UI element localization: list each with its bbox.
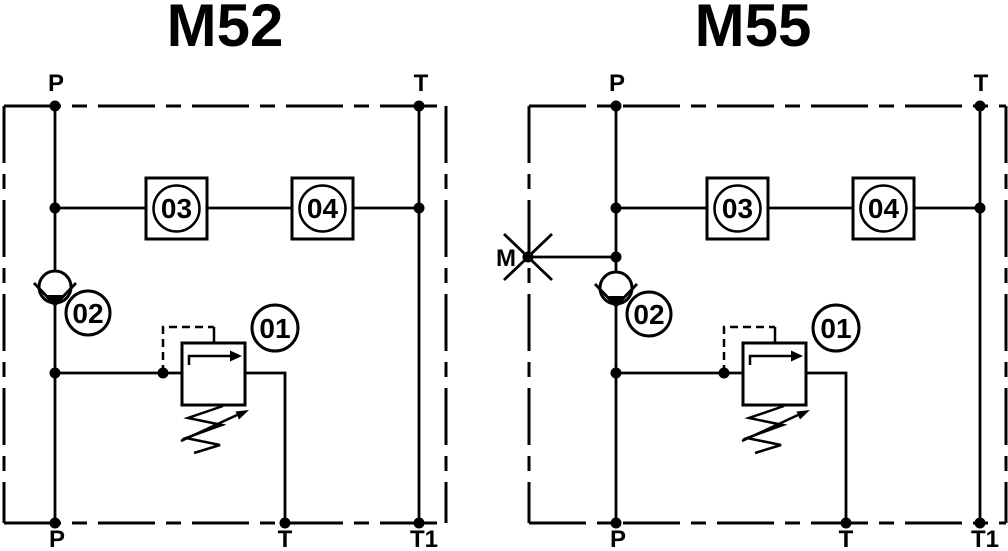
junction-dot bbox=[610, 202, 622, 214]
pilot-line bbox=[161, 325, 214, 373]
callout-circle-04 bbox=[859, 184, 908, 233]
junction-dot bbox=[49, 202, 61, 214]
check-valve-seat-right bbox=[614, 283, 639, 307]
junction-dot bbox=[718, 367, 730, 379]
port-label-p-top: P bbox=[609, 70, 625, 97]
port-label-p-bottom: P bbox=[610, 526, 626, 551]
component-block-04: 04 bbox=[290, 176, 355, 241]
relief-valve-body bbox=[741, 341, 808, 407]
flow-arrow-head bbox=[230, 350, 242, 362]
junction-dot bbox=[974, 202, 986, 214]
check-valve-seat-wedge bbox=[47, 295, 63, 306]
relief-outlet-line bbox=[806, 371, 848, 523]
adjust-arrow-shaft bbox=[741, 413, 799, 443]
callout-circle-03 bbox=[152, 184, 201, 233]
check-valve-icon: 02 bbox=[593, 270, 673, 338]
relief-outlet-line bbox=[245, 371, 287, 523]
component-block-03: 03 bbox=[144, 176, 209, 241]
relief-valve-body bbox=[180, 341, 247, 407]
junction-dot bbox=[413, 100, 425, 112]
callout-label-04: 04 bbox=[307, 193, 339, 224]
callout-label-04: 04 bbox=[868, 193, 900, 224]
junction-dot bbox=[413, 202, 425, 214]
junction-dot bbox=[49, 100, 61, 112]
port-label-t1-bottom: T1 bbox=[971, 526, 999, 551]
port-label-t-top: T bbox=[414, 70, 429, 97]
callout-label-03: 03 bbox=[161, 193, 192, 224]
callout-circle-02 bbox=[625, 290, 673, 338]
junction-dot bbox=[49, 367, 61, 379]
junction-dot bbox=[974, 517, 986, 529]
block-03-body bbox=[705, 176, 770, 241]
port-labels: P T P T T1 bbox=[48, 70, 438, 551]
check-valve-seat-left bbox=[593, 283, 618, 307]
port-label-p-bottom: P bbox=[49, 526, 65, 551]
callout-circle-01 bbox=[811, 303, 861, 353]
adjust-arrow-head bbox=[235, 410, 249, 420]
callout-label-02: 02 bbox=[633, 299, 664, 330]
junction-dot bbox=[610, 517, 622, 529]
callout-circle-01 bbox=[250, 303, 300, 353]
check-valve-seat-wedge bbox=[608, 296, 624, 307]
flow-arrow-shaft bbox=[748, 354, 792, 365]
junction-dot bbox=[610, 367, 622, 379]
check-valve-seat-right bbox=[53, 282, 78, 306]
boundary-box bbox=[2, 104, 448, 525]
junction-dot bbox=[610, 251, 622, 263]
port-label-t-top: T bbox=[974, 70, 989, 97]
adjust-arrow-shaft bbox=[180, 413, 238, 443]
m-port-plug-icon: M bbox=[496, 232, 622, 282]
port-label-t-bottom: T bbox=[839, 526, 854, 551]
callout-label-03: 03 bbox=[722, 193, 753, 224]
check-valve-seat-left bbox=[32, 282, 57, 306]
callout-label-01: 01 bbox=[820, 313, 851, 344]
junction-dot bbox=[974, 100, 986, 112]
port-label-m: M bbox=[496, 245, 516, 272]
port-label-t1-bottom: T1 bbox=[410, 526, 438, 551]
port-label-p-top: P bbox=[48, 70, 64, 97]
diagram-title: M55 bbox=[695, 0, 812, 59]
block-04-body bbox=[851, 176, 916, 241]
component-block-04: 04 bbox=[851, 176, 916, 241]
callout-circle-03 bbox=[713, 184, 762, 233]
junction-dot bbox=[49, 517, 61, 529]
check-valve-icon: 02 bbox=[32, 269, 112, 337]
junction-dots bbox=[49, 100, 425, 529]
port-label-t-bottom: T bbox=[278, 526, 293, 551]
junction-dots bbox=[610, 100, 986, 529]
callout-label-02: 02 bbox=[72, 298, 103, 329]
junction-dot bbox=[279, 517, 291, 529]
diagram-title: M52 bbox=[167, 0, 284, 59]
flow-arrow-head bbox=[791, 350, 803, 362]
junction-dot bbox=[610, 100, 622, 112]
junction-dot bbox=[840, 517, 852, 529]
block-03-body bbox=[144, 176, 209, 241]
pilot-line bbox=[722, 325, 775, 373]
callout-circle-04 bbox=[298, 184, 347, 233]
relief-valve-icon: 01 bbox=[161, 303, 300, 455]
junction-dot bbox=[413, 517, 425, 529]
boundary-box bbox=[527, 104, 1008, 525]
junction-dot bbox=[522, 251, 534, 263]
junction-dot bbox=[157, 367, 169, 379]
callout-circle-02 bbox=[64, 289, 112, 337]
component-block-03: 03 bbox=[705, 176, 770, 241]
port-labels: P T P T T1 bbox=[609, 70, 999, 551]
diagram-m52: M52 03 04 bbox=[2, 0, 448, 551]
block-04-body bbox=[290, 176, 355, 241]
adjust-arrow-head bbox=[796, 410, 810, 420]
relief-valve-icon: 01 bbox=[722, 303, 861, 455]
diagram-m55: M55 M 03 bbox=[496, 0, 1008, 551]
callout-label-01: 01 bbox=[259, 313, 290, 344]
flow-arrow-shaft bbox=[187, 354, 231, 365]
